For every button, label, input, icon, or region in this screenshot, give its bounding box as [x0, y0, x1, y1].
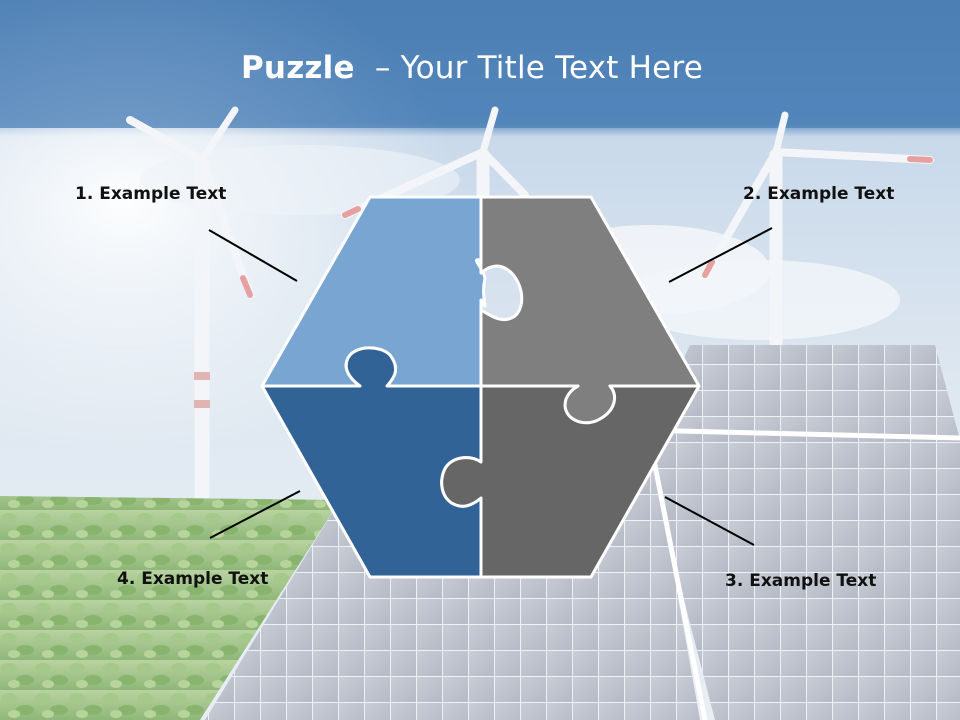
connector-line-1 [208, 229, 298, 282]
label-item-2: 2. Example Text [743, 184, 895, 204]
label-item-1: 1. Example Text [75, 184, 227, 204]
connector-line-3 [664, 496, 755, 546]
title-rest: – Your Title Text Here [354, 50, 703, 86]
connector-line-4 [209, 490, 301, 539]
puzzle-piece-bottom-right [440, 384, 701, 579]
label-item-3: 3. Example Text [725, 571, 877, 591]
connector-line-2 [668, 227, 773, 283]
label-item-4: 4. Example Text [117, 569, 269, 589]
slide-title: Puzzle – Your Title Text Here [0, 50, 944, 86]
title-bold: Puzzle [241, 50, 355, 86]
